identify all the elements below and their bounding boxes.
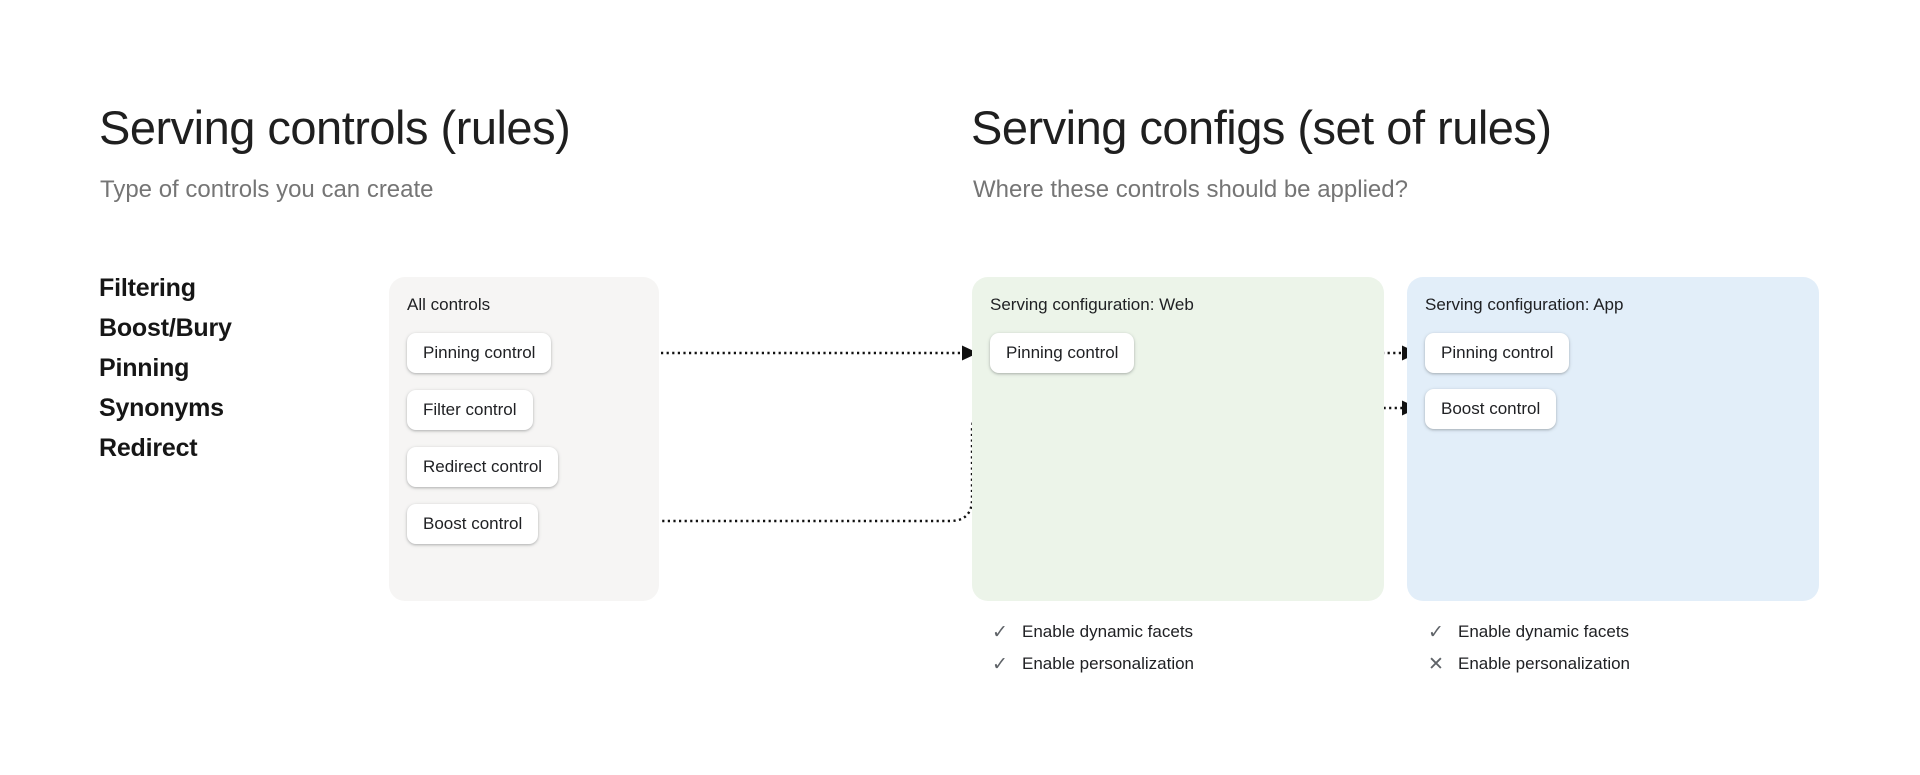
all-controls-card-title: All controls xyxy=(407,295,491,314)
all-controls-card: All controls Pinning control Filter cont… xyxy=(389,277,659,601)
app-setting-dynamic-facets: ✓ Enable dynamic facets xyxy=(1426,616,1630,648)
check-icon: ✓ xyxy=(1428,621,1444,643)
web-chip-pinning-control: Pinning control xyxy=(990,333,1135,373)
right-section-subtitle: Where these controls should be applied? xyxy=(973,176,1408,203)
app-setting-label: Enable personalization xyxy=(1458,654,1631,673)
app-setting-label: Enable dynamic facets xyxy=(1458,622,1630,641)
control-type-list: Filtering Boost/Bury Pinning Synonyms Re… xyxy=(99,268,232,468)
web-setting-label: Enable dynamic facets xyxy=(1022,622,1194,641)
web-setting-personalization: ✓ Enable personalization xyxy=(990,648,1194,680)
chip-filter-control: Filter control xyxy=(407,390,533,430)
web-setting-dynamic-facets: ✓ Enable dynamic facets xyxy=(990,616,1194,648)
web-config-card-title: Serving configuration: Web xyxy=(990,295,1194,314)
app-chip-boost-control: Boost control xyxy=(1425,389,1557,429)
app-chip-pinning-control: Pinning control xyxy=(1425,333,1570,373)
right-section-title: Serving configs (set of rules) xyxy=(971,101,1552,154)
app-settings-list: ✓ Enable dynamic facets ✕ Enable persona… xyxy=(1426,616,1630,680)
app-config-card-title: Serving configuration: App xyxy=(1425,295,1624,314)
left-section-subtitle: Type of controls you can create xyxy=(100,176,434,203)
control-type-pinning: Pinning xyxy=(99,354,190,382)
left-section-title: Serving controls (rules) xyxy=(99,101,571,154)
web-settings-list: ✓ Enable dynamic facets ✓ Enable persona… xyxy=(990,616,1194,680)
x-icon: ✕ xyxy=(1428,653,1444,675)
check-icon: ✓ xyxy=(992,653,1008,675)
web-config-card: Serving configuration: Web Pinning contr… xyxy=(972,277,1384,601)
app-setting-personalization: ✕ Enable personalization xyxy=(1426,648,1630,680)
control-type-boost-bury: Boost/Bury xyxy=(99,314,232,342)
chip-boost-control: Boost control xyxy=(407,504,539,544)
check-icon: ✓ xyxy=(992,621,1008,643)
control-type-redirect: Redirect xyxy=(99,434,198,462)
control-type-filtering: Filtering xyxy=(99,274,196,302)
app-config-card: Serving configuration: App Pinning contr… xyxy=(1407,277,1819,601)
chip-pinning-control: Pinning control xyxy=(407,333,552,373)
web-setting-label: Enable personalization xyxy=(1022,654,1195,673)
chip-redirect-control: Redirect control xyxy=(407,447,559,487)
control-type-synonyms: Synonyms xyxy=(99,394,224,422)
